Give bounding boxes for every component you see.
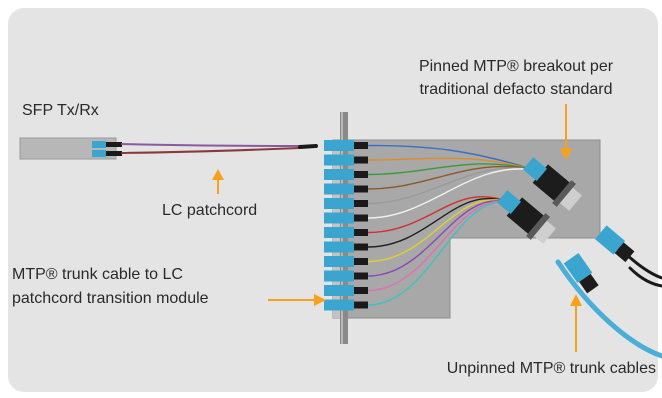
lc-connector [324,140,354,151]
lc-connector-boot [354,214,368,222]
lc-connector [324,285,354,296]
breakout-fiber [367,199,509,277]
breakout-fiber [367,196,509,234]
breakout-fiber [367,168,536,219]
sfp-label: SFP Tx/Rx [22,102,99,119]
lc-connector [324,212,354,224]
arrow-unpinned-trunk [570,294,582,352]
breakout-fiber [367,165,536,190]
lc-connector [324,169,354,180]
lc-patchcord-cable [121,143,318,154]
breakout-fiber [367,167,536,205]
breakout-fiber [367,163,536,176]
breakout-fiber [367,157,536,171]
lc-connector-boot [354,243,368,251]
trunk-module-label-line2: patchcord transition module [12,290,209,307]
breakout-fiber [367,200,509,292]
arrow-pinned-breakout [560,104,572,160]
lc-connector-boot [354,200,368,207]
unpinned-trunk-label: Unpinned MTP® trunk cables [446,360,656,377]
breakout-fiber [367,199,509,263]
lc-connector-boot [354,287,368,294]
lc-connector [324,198,354,209]
annotation-arrows [212,104,582,352]
breakout-fiber [367,144,536,171]
lc-connector [324,241,354,253]
lc-connector-boot [354,171,368,178]
lc-connector-boot [354,142,368,149]
lc-connector-boot [354,229,368,236]
lc-connector [324,256,354,267]
lc-connector [324,227,354,238]
lc-connector-boot [354,156,368,164]
sfp-transceiver-icon [19,137,122,160]
pinned-breakout-label-line2: traditional defacto standard [419,81,613,98]
lc-connector [324,183,354,195]
trunk-module-label-line1: MTP® trunk cable to LC [12,266,183,283]
breakout-fiber [367,197,509,248]
lc-connector-boot [354,185,368,193]
lc-patchcord-label: LC patchcord [162,202,258,219]
breakout-fibers [367,144,536,306]
lc-connector-boot [354,301,368,309]
mtp-connector-icon [496,157,635,294]
lc-connector [324,299,354,311]
arrow-transition-module [268,294,326,306]
arrow-lc-patchcord [212,169,224,194]
lc-connector [324,154,354,166]
lc-connector [324,270,354,282]
breakout-fiber [367,201,509,306]
lc-connector-boot [354,258,368,265]
lc-connector-boot [354,272,368,280]
pinned-breakout-label-line1: Pinned MTP® breakout per [418,58,614,75]
lc-connector-icon [324,140,368,311]
transition-module-icon [332,112,601,344]
